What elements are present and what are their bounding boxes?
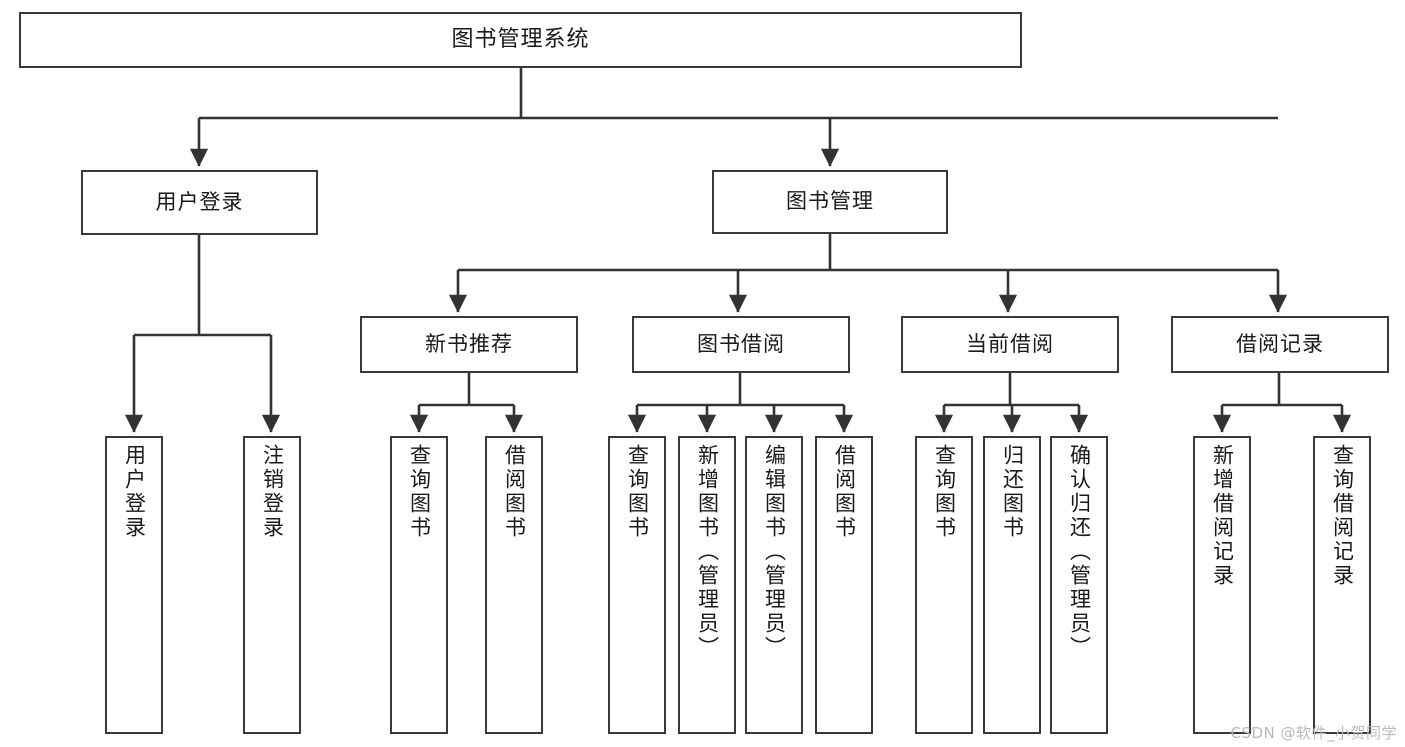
- leaf-label: 借阅图书: [502, 444, 527, 540]
- leaf-query-book-2[interactable]: 查询图书: [608, 436, 666, 734]
- leaf-query-book-3[interactable]: 查询图书: [915, 436, 973, 734]
- leaf-label: 注销登录: [260, 444, 285, 540]
- leaf-label: 新增图书（管理员）: [695, 444, 720, 660]
- node-borrow-record[interactable]: 借阅记录: [1171, 316, 1389, 373]
- leaf-label: 编辑图书（管理员）: [762, 444, 787, 660]
- leaf-label: 新增借阅记录: [1210, 444, 1235, 588]
- leaf-label: 查询借阅记录: [1330, 444, 1355, 588]
- leaf-label: 查询图书: [407, 444, 432, 540]
- node-label: 图书管理系统: [451, 27, 590, 53]
- leaf-query-book-1[interactable]: 查询图书: [390, 436, 448, 734]
- leaf-query-borrow-record[interactable]: 查询借阅记录: [1313, 436, 1371, 734]
- node-new-book-recommend[interactable]: 新书推荐: [360, 316, 578, 373]
- leaf-borrow-book-2[interactable]: 借阅图书: [815, 436, 873, 734]
- node-label: 当前借阅: [966, 331, 1054, 356]
- node-book-management[interactable]: 图书管理: [712, 170, 948, 234]
- leaf-confirm-return[interactable]: 确认归还（管理员）: [1050, 436, 1108, 734]
- csdn-watermark: CSDN @软件_小贺同学: [1230, 724, 1397, 742]
- node-label: 图书借阅: [697, 331, 785, 356]
- node-label: 图书管理: [786, 189, 874, 214]
- leaf-logout-login[interactable]: 注销登录: [243, 436, 301, 734]
- node-current-borrow[interactable]: 当前借阅: [901, 316, 1119, 373]
- leaf-borrow-book-1[interactable]: 借阅图书: [485, 436, 543, 734]
- leaf-label: 用户登录: [122, 444, 147, 540]
- leaf-label: 确认归还（管理员）: [1067, 444, 1092, 660]
- leaf-label: 查询图书: [932, 444, 957, 540]
- leaf-label: 借阅图书: [832, 444, 857, 540]
- node-root-book-management-system[interactable]: 图书管理系统: [19, 12, 1022, 68]
- node-user-login[interactable]: 用户登录: [81, 170, 318, 235]
- leaf-edit-book[interactable]: 编辑图书（管理员）: [745, 436, 803, 734]
- node-book-borrow[interactable]: 图书借阅: [632, 316, 850, 373]
- node-label: 借阅记录: [1236, 331, 1324, 356]
- leaf-add-book[interactable]: 新增图书（管理员）: [678, 436, 736, 734]
- leaf-label: 查询图书: [625, 444, 650, 540]
- node-label: 用户登录: [155, 189, 244, 214]
- leaf-label: 归还图书: [1000, 444, 1025, 540]
- leaf-add-borrow-record[interactable]: 新增借阅记录: [1193, 436, 1251, 734]
- node-label: 新书推荐: [425, 331, 513, 356]
- leaf-user-login[interactable]: 用户登录: [105, 436, 163, 734]
- leaf-return-book[interactable]: 归还图书: [983, 436, 1041, 734]
